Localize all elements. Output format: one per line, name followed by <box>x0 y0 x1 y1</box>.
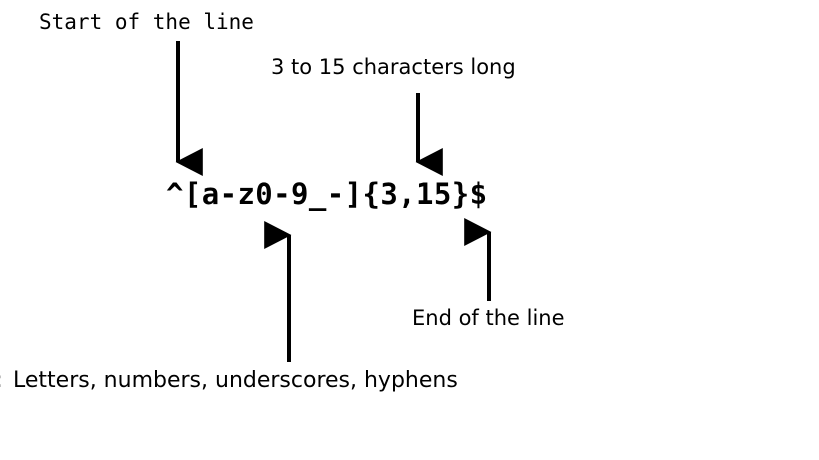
annotation-label-length: 3 to 15 characters long <box>271 55 516 79</box>
annotation-label-charclass: Letters, numbers, underscores, hyphens <box>13 368 458 393</box>
clipped-edge-glyph: : <box>0 370 3 392</box>
regex-pattern: ^[a-z0-9_-]{3,15}$ <box>166 177 488 211</box>
annotation-label-end: End of the line <box>412 306 565 330</box>
annotation-label-start: Start of the line <box>39 10 254 34</box>
